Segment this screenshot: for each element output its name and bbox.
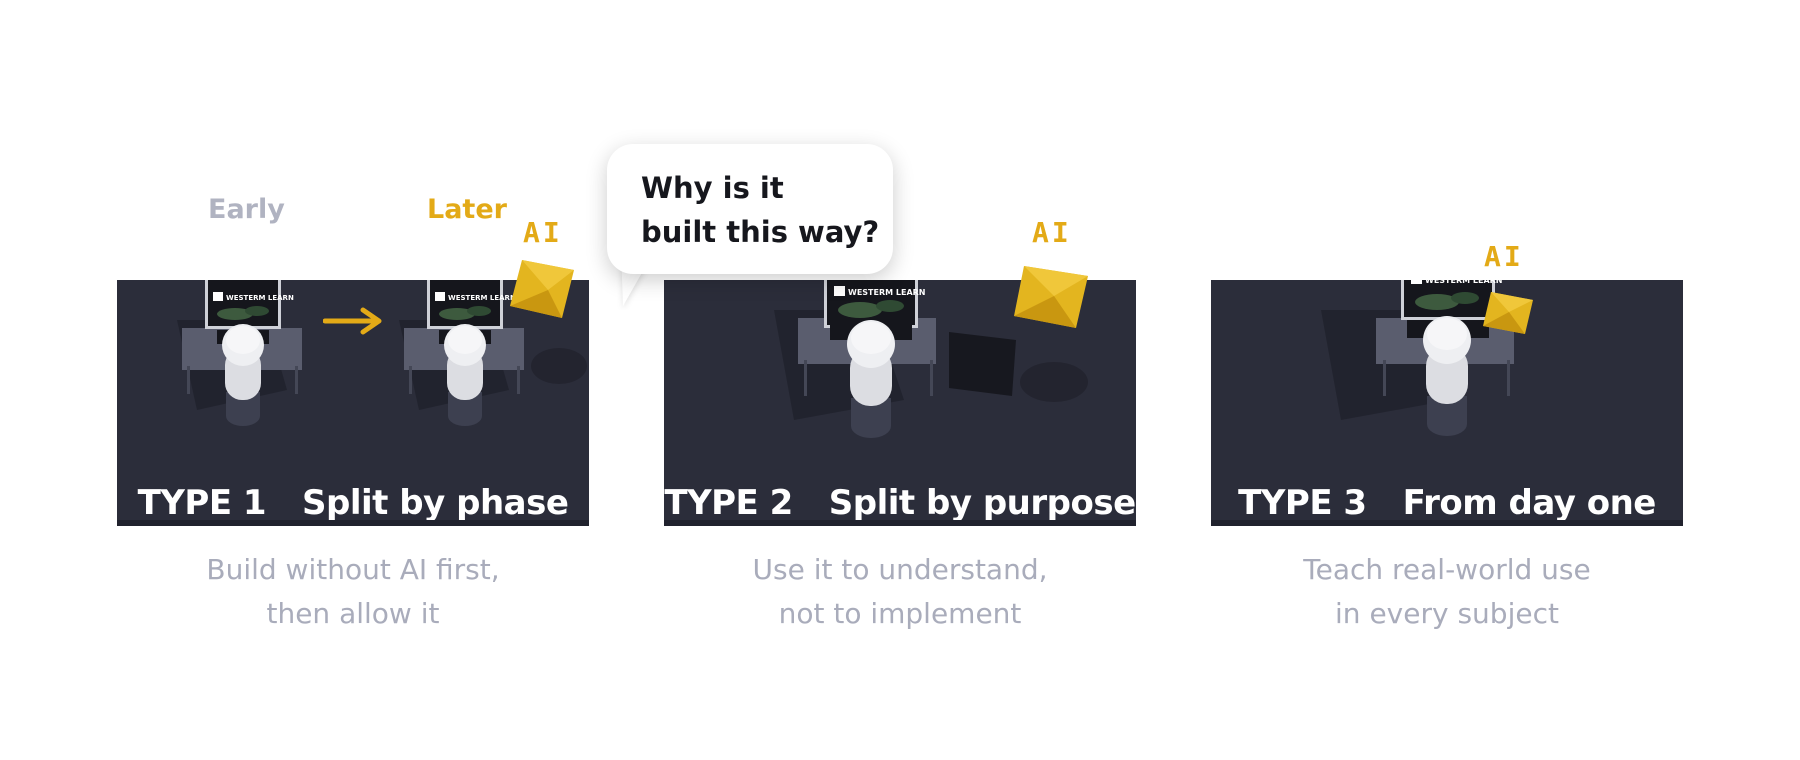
student-at-desk-early: WESTERM LEARN	[177, 280, 302, 426]
type-label: TYPE 1	[137, 483, 267, 523]
screen-brand-text: WESTERM LEARN	[848, 288, 926, 297]
arrow-right-icon	[323, 307, 382, 335]
terminal-logo-icon	[213, 292, 223, 301]
student-with-ai: WESTERM LEARN	[1321, 280, 1533, 436]
panel-heading: From day one	[1402, 483, 1657, 523]
ai-cube-icon	[510, 260, 574, 318]
type-label: TYPE 2	[664, 483, 793, 523]
ai-label-1: AI	[523, 216, 563, 249]
student-at-desk-later: WESTERM LEARN	[399, 280, 587, 426]
panel-edge	[117, 520, 589, 526]
ai-cube-icon	[1014, 266, 1088, 328]
panel-heading: Split by phase	[302, 483, 569, 523]
student-at-desk: WESTERM LEARN	[774, 280, 1088, 438]
ai-cube-icon	[1483, 292, 1533, 334]
ai-label-3: AI	[1484, 240, 1524, 273]
caption-type-1: Build without AI first, then allow it	[206, 553, 500, 630]
terminal-logo-icon	[834, 286, 845, 296]
panel-heading: Split by purpose	[828, 483, 1136, 523]
speech-bubble-text: Why is it built this way?	[641, 171, 880, 249]
phase-label-early: Early	[208, 194, 285, 225]
panel-type-3: WESTERM LEARN TYPE 3 From day one	[1211, 280, 1683, 526]
caption-type-3: Teach real-world use in every subject	[1303, 553, 1591, 630]
ai-label-2: AI	[1032, 216, 1072, 249]
panel-edge	[1211, 520, 1683, 526]
terminal-logo-icon	[435, 292, 445, 301]
phase-label-later: Later	[427, 194, 507, 225]
speech-bubble: Why is it built this way?	[607, 144, 893, 274]
panel-type-1: WESTERM LEARN WESTERM LEARN TYPE 1	[117, 280, 589, 526]
panel-edge	[664, 520, 1136, 526]
panel-title-3: TYPE 3 From day one	[1211, 480, 1683, 526]
caption-type-2: Use it to understand, not to implement	[752, 553, 1048, 630]
screen-brand-text: WESTERM LEARN	[448, 294, 516, 302]
screen-brand-text: WESTERM LEARN	[1425, 280, 1503, 285]
panel-title-1: TYPE 1 Split by phase	[117, 480, 589, 526]
panel-title-2: TYPE 2 Split by purpose	[664, 480, 1136, 526]
screen-brand-text: WESTERM LEARN	[226, 294, 294, 302]
terminal-logo-icon	[1411, 280, 1422, 284]
type-label: TYPE 3	[1238, 483, 1367, 523]
